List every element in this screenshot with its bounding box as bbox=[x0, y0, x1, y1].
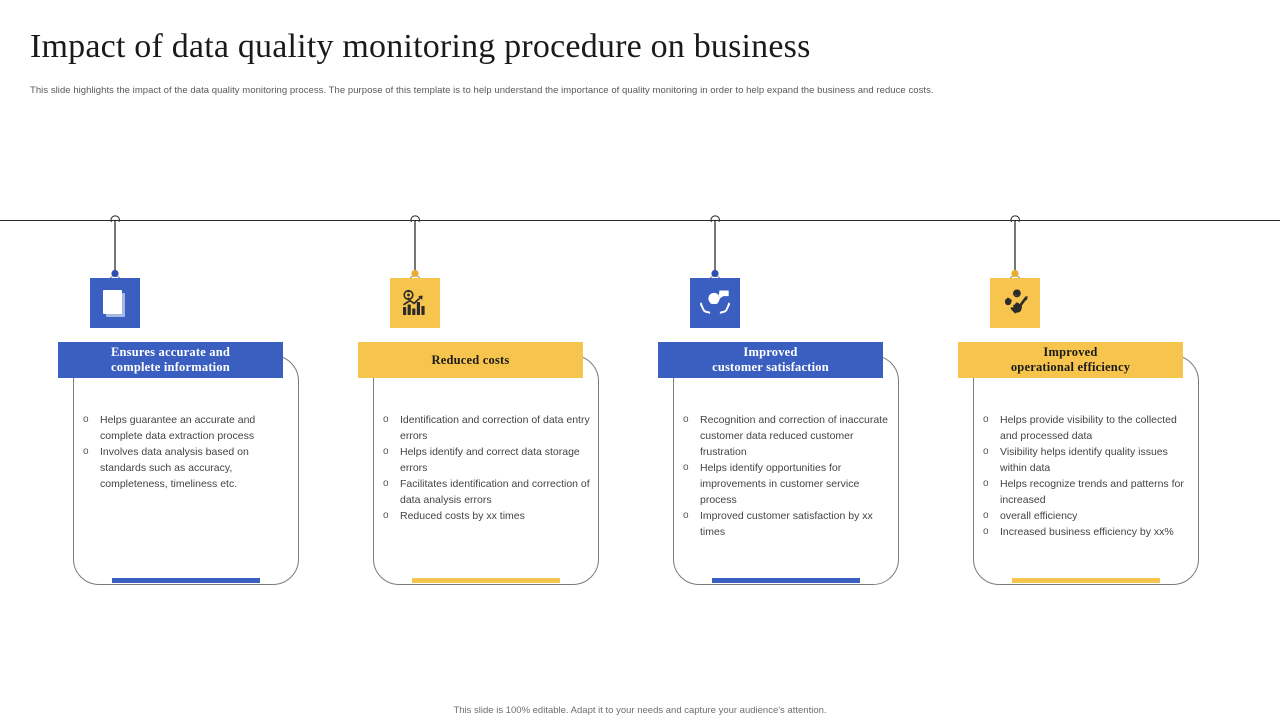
page-title: Impact of data quality monitoring proced… bbox=[30, 28, 811, 65]
list-item: Helps recognize trends and patterns for … bbox=[981, 476, 1193, 508]
accent-bar-improved-operational-efficiency bbox=[1012, 578, 1160, 583]
card-title-line: Reduced costs bbox=[431, 352, 510, 367]
hanger-assembly bbox=[100, 215, 130, 287]
document-info-icon bbox=[100, 287, 130, 319]
list-item: Helps provide visibility to the collecte… bbox=[981, 412, 1193, 444]
icon-tile-improved-operational-efficiency bbox=[990, 278, 1040, 328]
accent-bar-reduced-costs bbox=[412, 578, 560, 583]
icon-tile-improved-customer-satisfaction bbox=[690, 278, 740, 328]
list-item: Involves data analysis based on standard… bbox=[81, 444, 293, 492]
footer-note: This slide is 100% editable. Adapt it to… bbox=[453, 705, 827, 716]
list-item: Facilitates identification and correctio… bbox=[381, 476, 593, 508]
icon-tile-ensures-accurate-and-complete-information bbox=[90, 278, 140, 328]
list-item: Recognition and correction of inaccurate… bbox=[681, 412, 893, 460]
page-subtitle: This slide highlights the impact of the … bbox=[30, 85, 934, 96]
impact-card-reduced-costs[interactable]: Reduced costsIdentification and correcti… bbox=[355, 212, 655, 612]
card-title-line: Ensures accurate and bbox=[110, 345, 231, 359]
card-title-line: operational efficiency bbox=[1010, 360, 1131, 374]
bar-chart-growth-icon bbox=[399, 287, 431, 319]
card-title-line: Improved bbox=[743, 345, 798, 359]
customer-care-hands-icon bbox=[699, 288, 731, 318]
bullet-list-improved-operational-efficiency: Helps provide visibility to the collecte… bbox=[981, 412, 1193, 540]
card-title-line: complete information bbox=[111, 360, 230, 374]
gears-checkmark-icon bbox=[999, 288, 1031, 318]
list-item: overall efficiency bbox=[981, 508, 1193, 524]
bullet-list-reduced-costs: Identification and correction of data en… bbox=[381, 412, 593, 524]
list-item: Visibility helps identify quality issues… bbox=[981, 444, 1193, 476]
bullet-list-improved-customer-satisfaction: Recognition and correction of inaccurate… bbox=[681, 412, 893, 540]
accent-bar-ensures-accurate-and-complete-information bbox=[112, 578, 260, 583]
hanger-assembly bbox=[1000, 215, 1030, 287]
card-title-reduced-costs: Reduced costs bbox=[358, 342, 583, 378]
accent-bar-improved-customer-satisfaction bbox=[712, 578, 860, 583]
bullet-list-ensures-accurate-and-complete-information: Helps guarantee an accurate and complete… bbox=[81, 412, 293, 492]
card-title-line: customer satisfaction bbox=[712, 360, 829, 374]
list-item: Identification and correction of data en… bbox=[381, 412, 593, 444]
card-title-line: Improved bbox=[1043, 345, 1098, 359]
hanger-assembly bbox=[400, 215, 430, 287]
hanger-assembly bbox=[700, 215, 730, 287]
icon-tile-reduced-costs bbox=[390, 278, 440, 328]
list-item: Increased business efficiency by xx% bbox=[981, 524, 1193, 540]
list-item: Improved customer satisfaction by xx tim… bbox=[681, 508, 893, 540]
list-item: Helps identify opportunities for improve… bbox=[681, 460, 893, 508]
horizontal-rail bbox=[0, 220, 1280, 221]
list-item: Helps identify and correct data storage … bbox=[381, 444, 593, 476]
list-item: Helps guarantee an accurate and complete… bbox=[81, 412, 293, 444]
list-item: Reduced costs by xx times bbox=[381, 508, 593, 524]
